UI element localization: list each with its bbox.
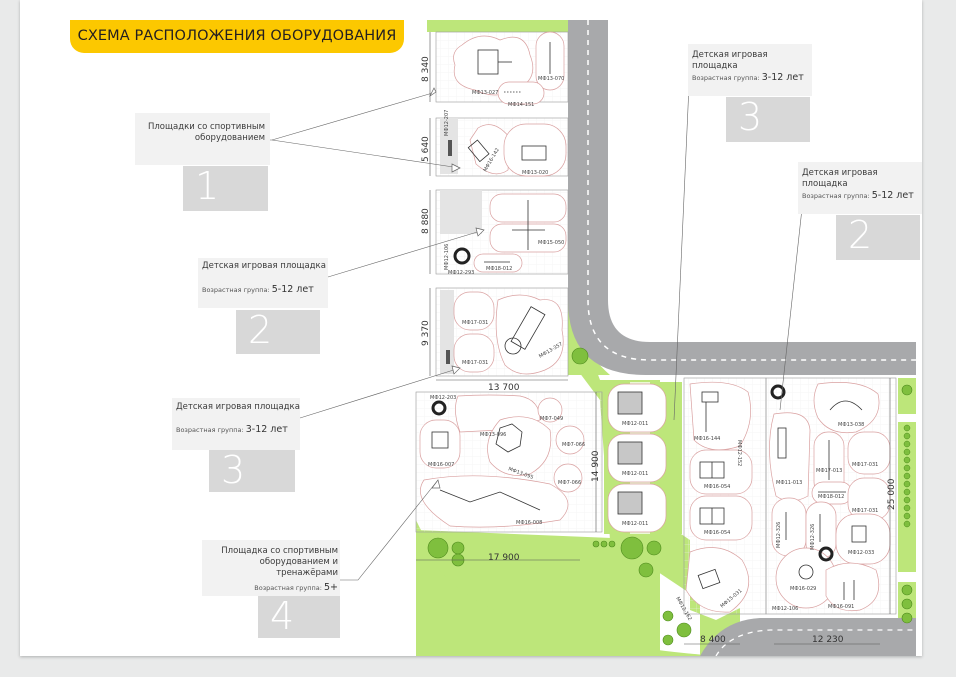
callout-title: Площадки со спортивным оборудованием — [147, 122, 265, 143]
equipment-label: МФ17-031 — [462, 360, 488, 366]
dimension-label: 8 880 — [421, 208, 431, 234]
callout-number: 2 — [836, 213, 920, 260]
equipment-label: МФ12-207 — [444, 110, 450, 136]
callout-number: 4 — [258, 594, 340, 638]
equipment-label: МФ12-106 — [772, 606, 798, 612]
equipment-label: МФ15-050 — [538, 240, 564, 246]
leader-arrowhead — [475, 227, 485, 237]
road-bottom — [700, 618, 916, 656]
equipment-label: МФ12-326 — [776, 522, 782, 548]
dimension-label: 9 370 — [421, 320, 431, 346]
dimension-label: 25 000 — [887, 478, 897, 510]
equipment-label: МФ14-151 — [508, 102, 534, 108]
leader-arrowhead — [431, 479, 441, 489]
dimension-label: 5 640 — [421, 136, 431, 162]
dimension-label: 13 700 — [488, 383, 520, 393]
dimension-label: 8 400 — [700, 635, 726, 645]
leader-arrowhead — [451, 365, 461, 375]
equipment-label: МФ12-011 — [622, 471, 648, 477]
dimension-label: 8 340 — [421, 56, 431, 82]
equipment-label: МФ13-027 — [472, 90, 498, 96]
equipment-label: МФ18-012 — [486, 266, 512, 272]
callout-age: Возрастная группа: 3-12 лет — [692, 72, 804, 83]
equipment-label: МФ18-012 — [818, 494, 844, 500]
equipment-label: МФ12-326 — [810, 524, 816, 550]
leader-line — [673, 62, 691, 421]
equipment-label: МФ13-038 — [838, 422, 864, 428]
callout-title: Детская игровая площадка — [692, 50, 768, 71]
page-title: СХЕМА РАСПОЛОЖЕНИЯ ОБОРУДОВАНИЯ — [77, 28, 397, 44]
equipment-label: МФ16-091 — [828, 604, 854, 610]
leader-arrowhead — [451, 163, 461, 173]
dimension-label: 12 230 — [812, 635, 844, 645]
equipment-label: МФ16-007 — [428, 462, 454, 468]
equipment-label: МФ7-066 — [562, 442, 585, 448]
equipment-label: МФ7-066 — [558, 480, 581, 486]
equipment-label: МФ12-293 — [448, 270, 474, 276]
drawing-sheet: 8 340 5 640 8 880 9 370 13 700 14 900 17… — [20, 0, 922, 656]
equipment-label: МФ12-011 — [622, 421, 648, 427]
leader-line — [271, 139, 461, 169]
equipment-label: МФ17-031 — [852, 508, 878, 514]
dimension-label: 17 900 — [488, 553, 520, 563]
callout-number: 2 — [236, 308, 320, 354]
road-centerline — [587, 20, 916, 361]
equipment-label: МФ11-013 — [776, 480, 802, 486]
equipment-label: МФ12-011 — [622, 521, 648, 527]
lawn-area-bottom — [416, 530, 720, 656]
callout-number: 3 — [726, 95, 810, 142]
dimension-label: 14 900 — [591, 450, 601, 482]
equipment-label: МФ13-096 — [480, 432, 506, 438]
callout-age: Возрастная группа: 5-12 лет — [202, 284, 314, 295]
callout-title: Площадка со спортивным оборудованием и т… — [221, 546, 338, 578]
equipment-label: МФ16-008 — [516, 520, 542, 526]
tyre-glyph — [431, 247, 834, 562]
equipment-label: МФ17-031 — [852, 462, 878, 468]
equipment-label: МФ17-031 — [462, 320, 488, 326]
callout-number: 3 — [209, 448, 295, 492]
lawn-strip-right — [898, 378, 916, 414]
equipment-label: МФ12-203 — [430, 395, 456, 401]
lawn-strip-top — [427, 20, 571, 32]
equipment-label: МФ17-013 — [816, 468, 842, 474]
equipment-label: МФ16-144 — [694, 436, 720, 442]
callout-title: Детская игровая площадка — [802, 168, 878, 189]
equipment-label: МФ13-070 — [538, 76, 564, 82]
equipment-label: МФ7-049 — [540, 416, 563, 422]
equipment-label: МФ13-020 — [522, 170, 548, 176]
equipment-label: МФ16-054 — [704, 484, 730, 490]
equipment-label: МФ16-029 — [790, 586, 816, 592]
callout-title: Детская игровая площадка — [176, 402, 300, 412]
leader-arrowhead — [429, 87, 437, 98]
site-plan: 8 340 5 640 8 880 9 370 13 700 14 900 17… — [135, 20, 916, 656]
equipment-label: МФ12-033 — [848, 550, 874, 556]
title-banner: СХЕМА РАСПОЛОЖЕНИЯ ОБОРУДОВАНИЯ — [70, 20, 404, 53]
leader-line — [779, 180, 806, 411]
equipment-label: МФ16-054 — [704, 530, 730, 536]
road — [568, 20, 916, 375]
callout-age: Возрастная группа: 5-12 лет — [802, 190, 914, 201]
equipment-label: МФ12-106 — [444, 244, 450, 270]
callout-number: 1 — [183, 164, 268, 211]
equipment-label: МФ12-152 — [736, 440, 742, 466]
callout-age: Возрастная группа: 3-12 лет — [176, 424, 288, 435]
callout-age: Возрастная группа: 5+ — [254, 582, 338, 593]
callout-title: Детская игровая площадка — [202, 261, 326, 271]
